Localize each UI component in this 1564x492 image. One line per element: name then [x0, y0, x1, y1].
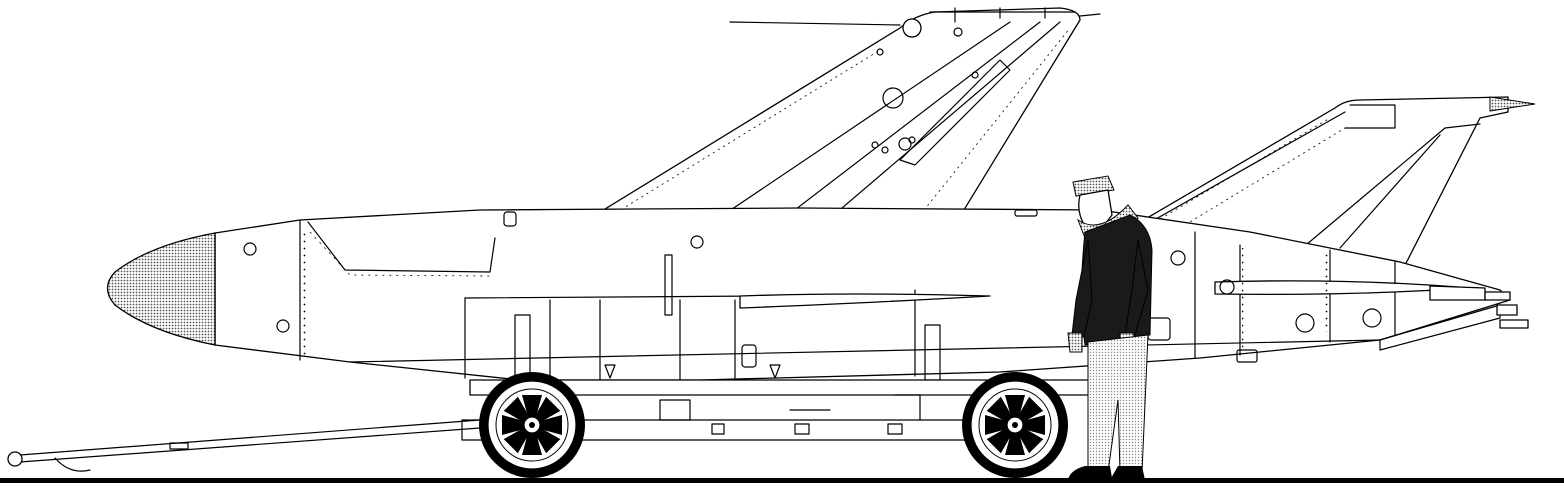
front-wheel	[479, 372, 585, 478]
gauge-icon	[1170, 250, 1186, 266]
nose-radome	[106, 232, 216, 346]
fuselage	[207, 207, 1511, 381]
tail-probe-icon	[1489, 96, 1536, 112]
standing-figure	[1067, 175, 1153, 480]
tow-bar	[7, 419, 491, 472]
ground-line	[0, 478, 1564, 483]
trolley-frame	[469, 304, 1529, 441]
rear-wheel	[962, 372, 1068, 478]
